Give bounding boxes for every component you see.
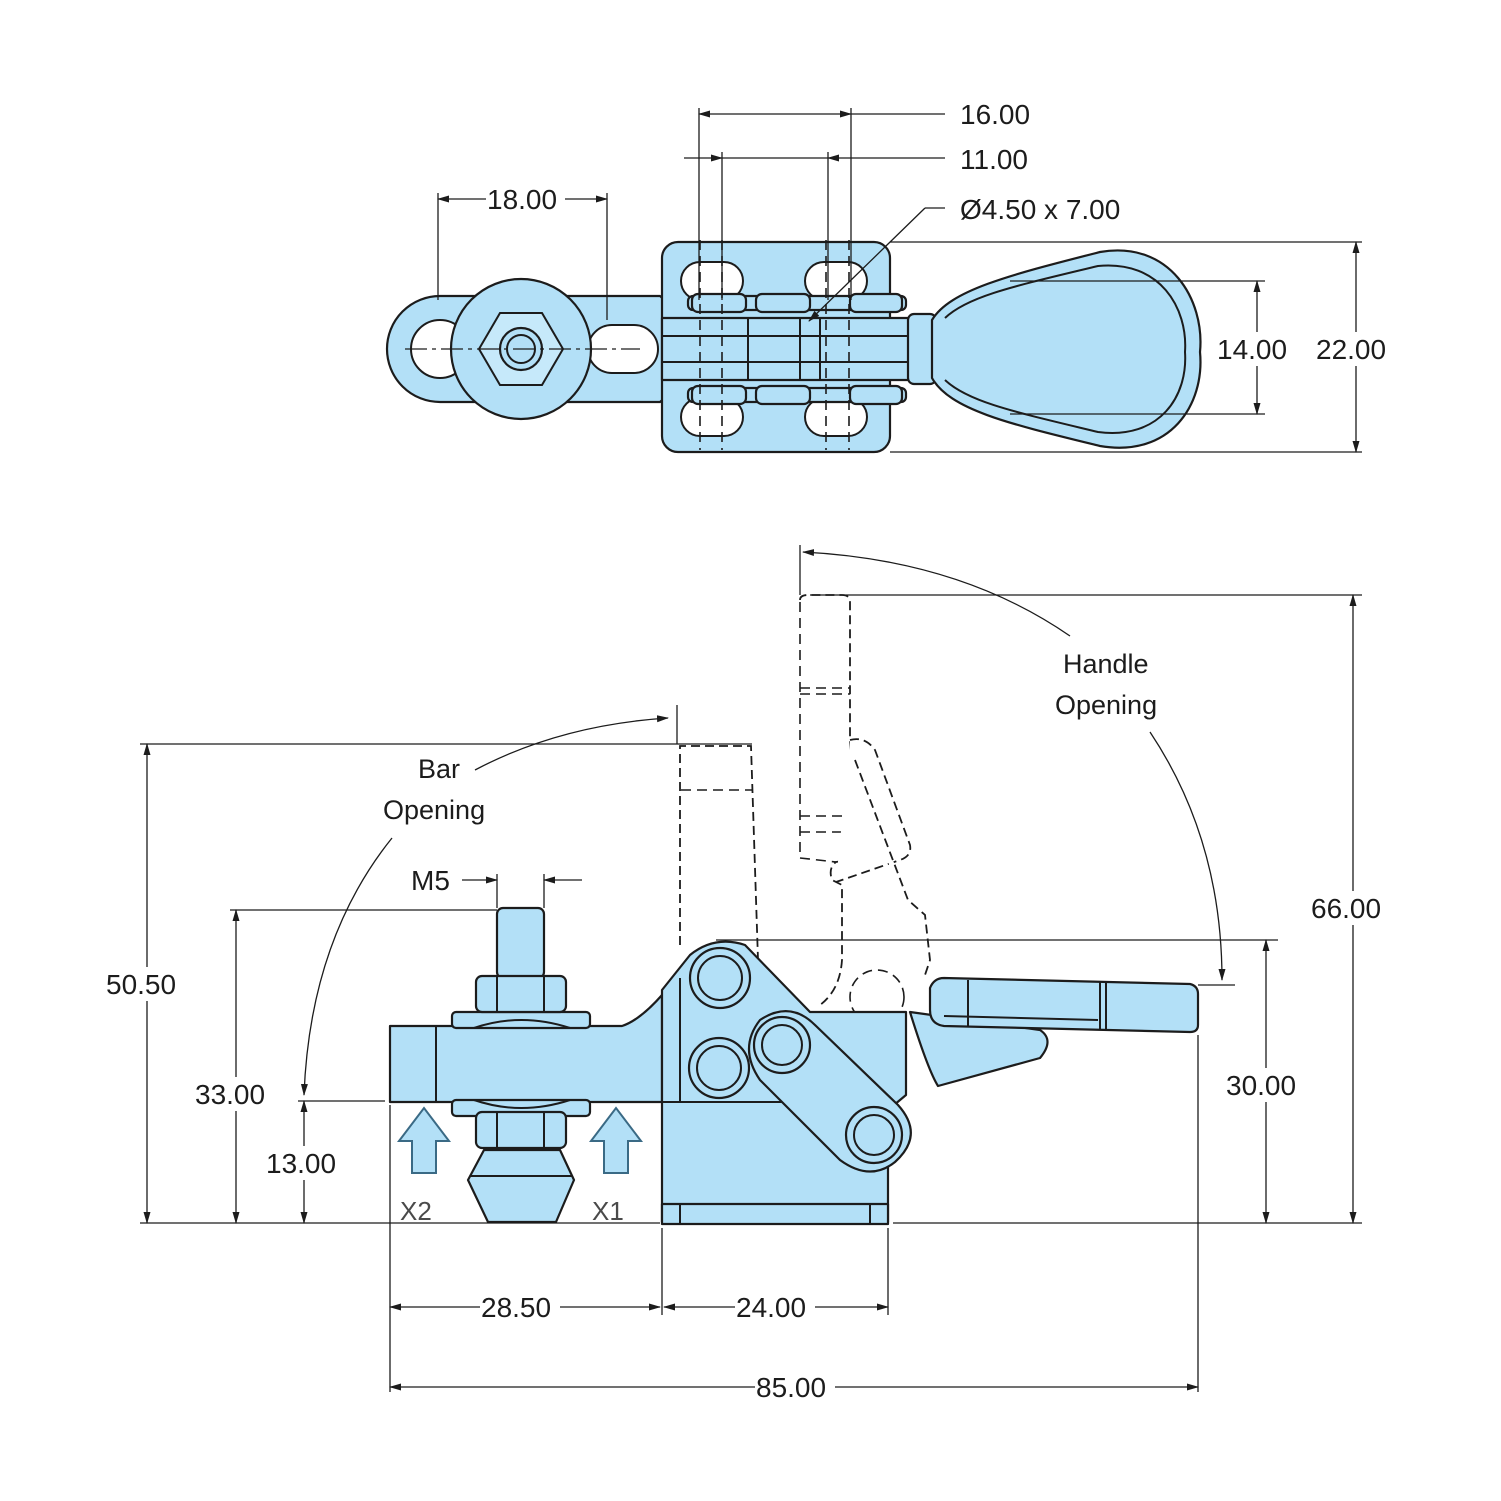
spindle-rod [495, 906, 546, 980]
dim-18: 18.00 [487, 184, 557, 215]
dim-30: 30.00 [1226, 1070, 1296, 1101]
dim-13: 13.00 [266, 1148, 336, 1179]
base-foot [660, 1202, 890, 1226]
dim-66: 66.00 [1311, 893, 1381, 924]
pin-cap-6 [848, 384, 904, 406]
note-handle: Handle [1063, 649, 1149, 679]
pin-cap-2 [754, 292, 812, 314]
dim-m5: M5 [411, 865, 450, 896]
central-bar-top [660, 316, 912, 382]
label-x1: X1 [592, 1196, 624, 1226]
note-handle-2: Opening [1055, 690, 1157, 720]
side-view: X2 X1 [388, 594, 1200, 1226]
dim-28: 28.50 [481, 1292, 551, 1323]
dim-11: 11.00 [960, 144, 1028, 175]
pin-cap-3 [848, 292, 904, 314]
dim-24: 24.00 [736, 1292, 806, 1323]
dim-85: 85.00 [756, 1372, 826, 1403]
label-x2: X2 [400, 1196, 432, 1226]
pin-cap-5 [754, 384, 812, 406]
handle-lever [908, 1010, 1049, 1088]
note-bar-2: Opening [383, 795, 485, 825]
dim-33: 33.00 [195, 1079, 265, 1110]
spindle-tip [466, 1148, 576, 1224]
bar-open-ghost [679, 745, 759, 961]
side-view-dimensions: 50.50 33.00 13.00 M5 Bar Opening Handle … [104, 545, 1392, 1403]
lower-hex-nut [474, 1110, 568, 1150]
top-view-dimensions: 16.00 11.00 Ø4.50 x 7.00 18.00 14.00 22.… [437, 99, 1397, 453]
note-bar: Bar [418, 754, 460, 784]
handle-grip-top [930, 249, 1202, 449]
handle-grip-side [928, 976, 1200, 1034]
dim-22: 22.00 [1316, 334, 1386, 365]
pin-cap-4 [690, 384, 748, 406]
upper-hex-nut [474, 974, 568, 1014]
dim-50: 50.50 [106, 969, 176, 1000]
force-arrow-x2 [396, 1106, 452, 1174]
dim-slot: Ø4.50 x 7.00 [960, 194, 1120, 225]
force-arrow-x1 [588, 1106, 644, 1174]
dim-16: 16.00 [960, 99, 1030, 130]
top-view [385, 240, 1202, 454]
dim-14: 14.00 [1217, 334, 1287, 365]
pin-cap-1 [690, 292, 748, 314]
handle-open-ghost [799, 594, 851, 1006]
